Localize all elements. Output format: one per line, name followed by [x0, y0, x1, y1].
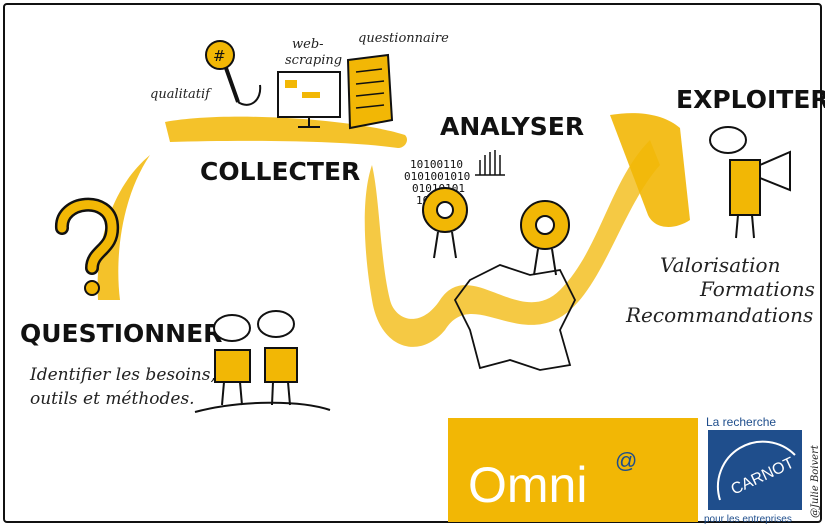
collecter-title: COLLECTER: [200, 157, 360, 186]
puzzle-characters-icon: [194, 310, 331, 413]
questionner-section: QUESTIONNER Identifier les besoins, outi…: [20, 197, 331, 413]
questionner-caption-line1: Identifier les besoins,: [29, 365, 216, 385]
questionner-title: QUESTIONNER: [20, 319, 222, 348]
label-scraping: scraping: [285, 53, 342, 68]
france-map-icon: [453, 264, 577, 371]
bar-chart-sketch-icon: [475, 150, 505, 176]
gear-character-right-icon: [520, 200, 570, 276]
question-mark-icon: [55, 197, 120, 296]
exploiter-item-recommandations: Recommandations: [625, 303, 813, 327]
web-screen-icon: [277, 71, 341, 128]
exploiter-title: EXPLOITER: [676, 85, 825, 114]
omni-logo-text: Omni: [468, 457, 587, 513]
binary-line-1: 10100110: [410, 158, 463, 171]
label-qualitatif: qualitatif: [150, 87, 212, 102]
omni-logo: Omni @: [448, 418, 698, 522]
svg-text:#: #: [213, 47, 226, 65]
microphone-icon: #: [205, 40, 262, 106]
label-questionnaire: questionnaire: [358, 31, 449, 46]
flow-path: [97, 113, 690, 347]
omni-logo-at: @: [615, 448, 637, 473]
exploiter-section: EXPLOITER Valorisation Formations Recomm…: [625, 85, 825, 327]
carnot-top-text: La recherche: [706, 415, 776, 429]
questionner-caption-line2: outils et méthodes.: [30, 389, 195, 409]
binary-line-2: 0101001010: [404, 170, 470, 183]
frame-border: [3, 3, 822, 523]
analyser-title: ANALYSER: [440, 112, 584, 141]
carnot-bottom-text: pour les entreprises: [704, 514, 792, 525]
carnot-logo-square: [708, 430, 802, 510]
carnot-logo: La recherche CARNOT pour les entreprises: [704, 415, 802, 525]
label-web: web-: [292, 37, 324, 52]
gear-character-left-icon: [422, 187, 468, 259]
megaphone-character-icon: [709, 126, 791, 239]
collecter-section: COLLECTER qualitatif web- scraping quest…: [150, 31, 449, 186]
artist-signature: @Julie Boivert: [810, 444, 821, 518]
questionnaire-paper-icon: [346, 53, 394, 130]
omni-logo-background: [448, 418, 698, 522]
analyser-section: ANALYSER 10100110 0101001010 01010101 10…: [404, 112, 584, 371]
exploiter-item-valorisation: Valorisation: [660, 253, 780, 277]
exploiter-item-formations: Formations: [699, 277, 815, 301]
